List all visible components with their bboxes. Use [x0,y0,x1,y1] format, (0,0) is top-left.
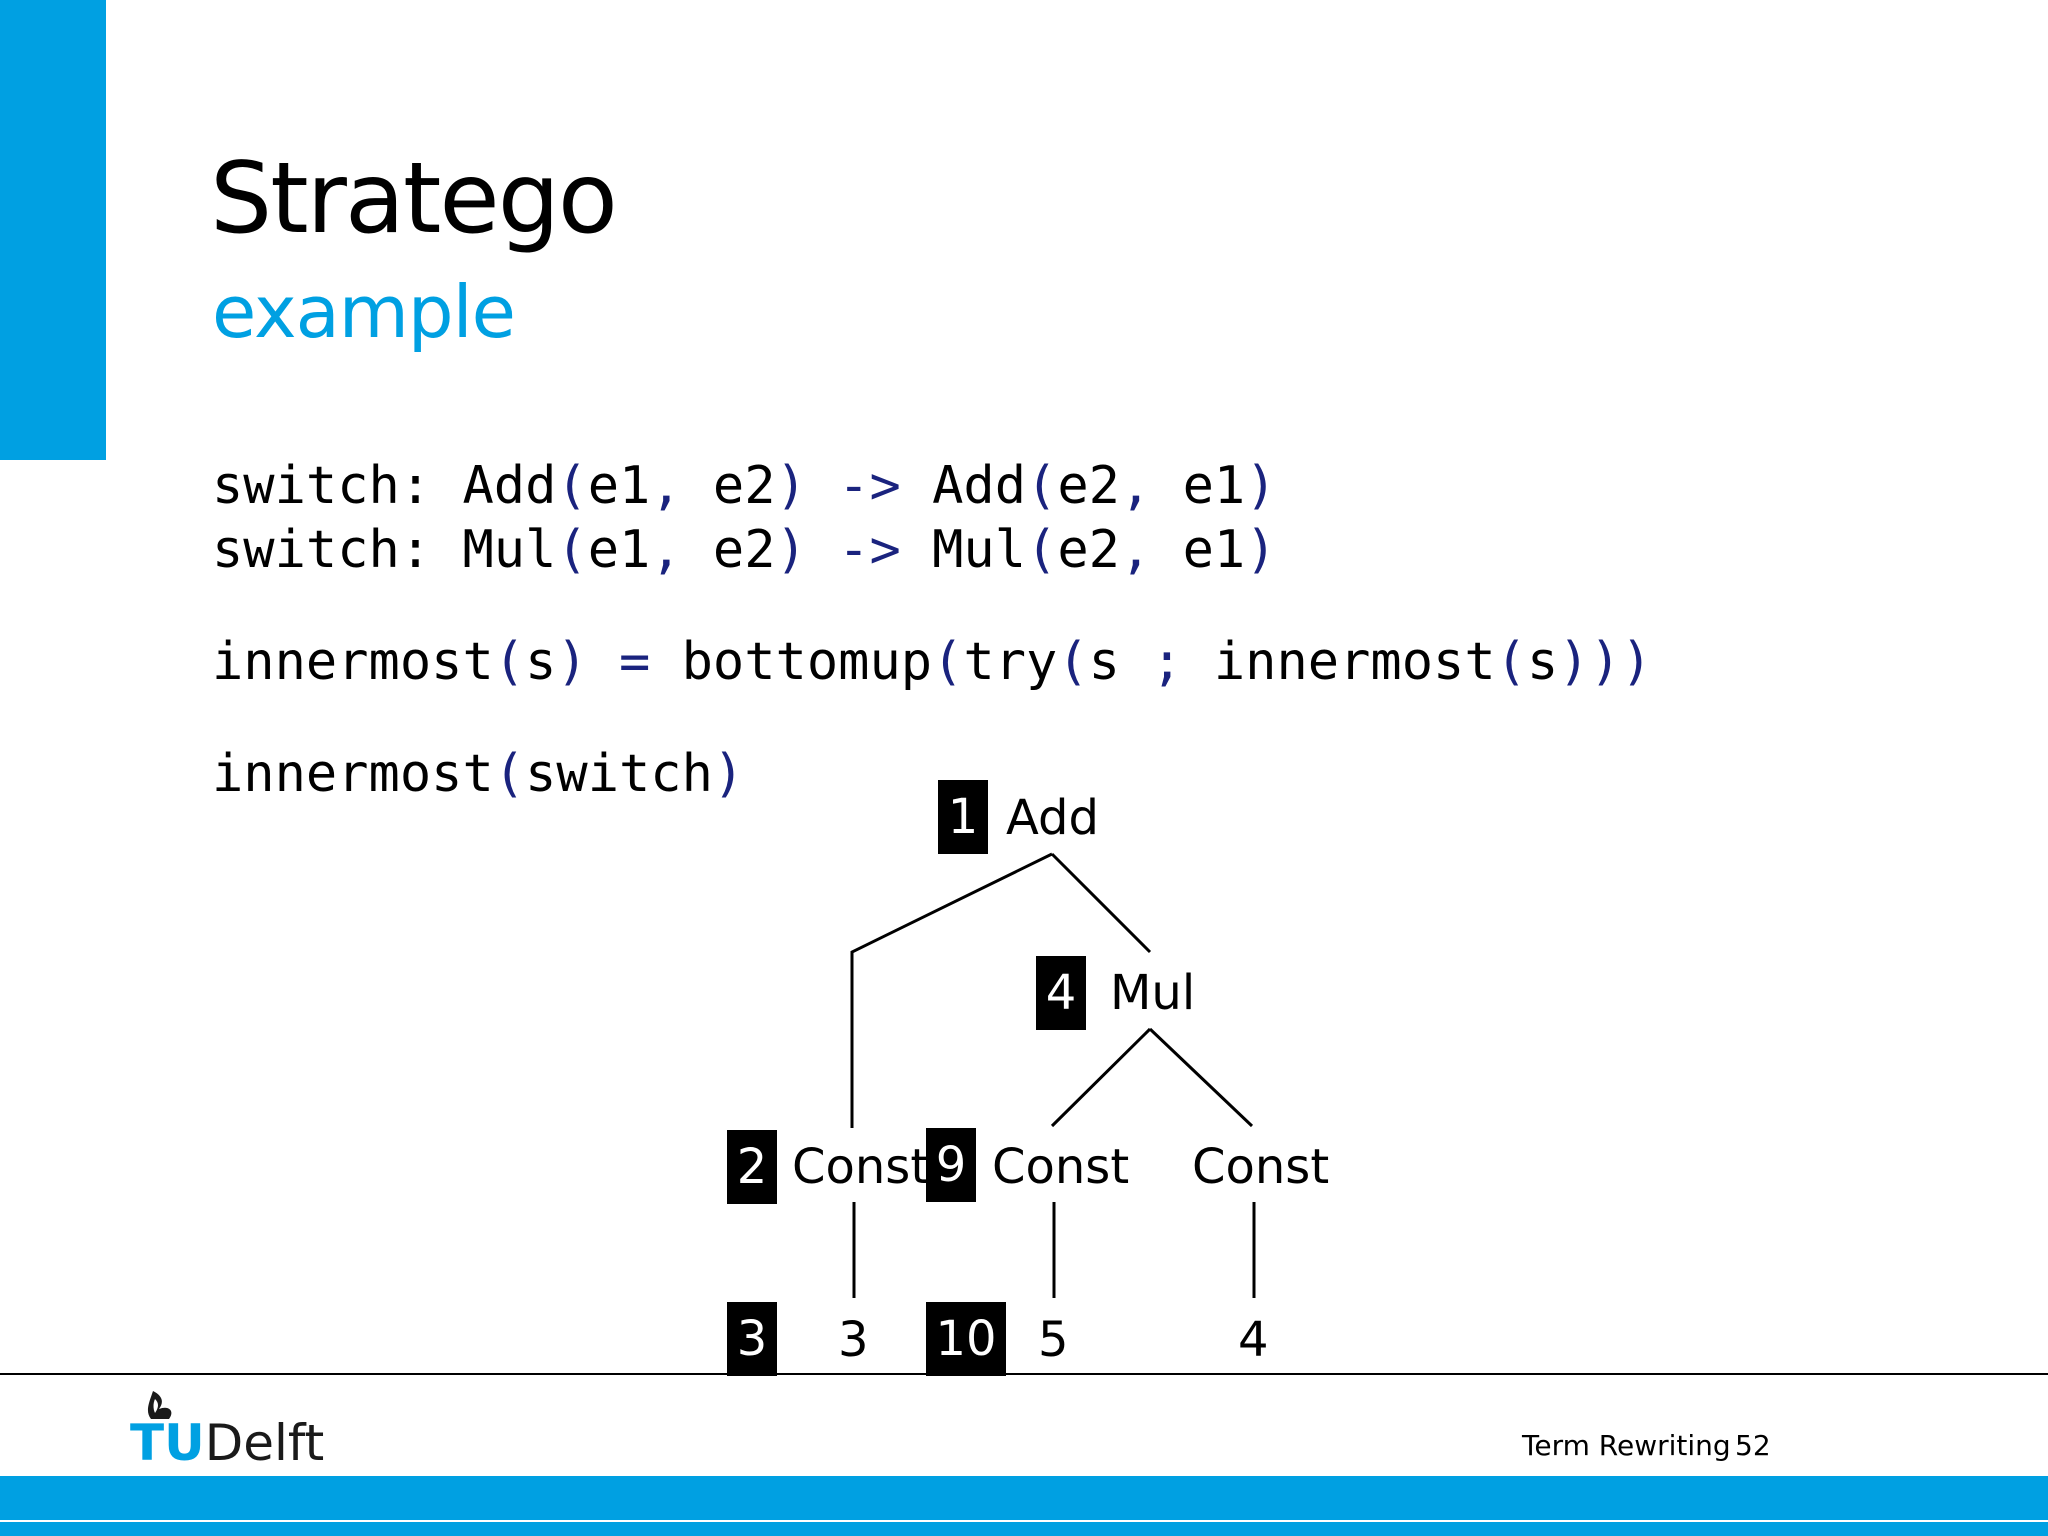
edge-add-mul [1050,852,1152,954]
node-add: Add [1006,790,1099,846]
node-mul: Mul [1110,965,1196,1021]
term-tree-edges [850,852,1256,1298]
code-line-switch-add: switch: Add(e1, e2) -> Add(e2, e1) [212,456,1277,516]
tu-delft-logo: TUDelft [130,1414,325,1472]
code-line-switch-mul: switch: Mul(e1, e2) -> Mul(e2, e1) [212,520,1277,580]
tu-delft-flame-icon [147,1391,172,1419]
footer-course-title: Term Rewriting [1522,1429,1731,1462]
badge-const-mid: 9 [926,1128,976,1202]
edge-mul-const-right [1148,1027,1254,1128]
node-val-right: 4 [1238,1312,1269,1368]
edge-add-const-left [850,852,1053,1128]
badge-val-left: 3 [727,1302,777,1376]
node-val-mid: 5 [1038,1312,1069,1368]
slide-title: Stratego [210,142,618,256]
code-line-innermost-def: innermost(s) = bottomup(try(s ; innermos… [212,632,1653,692]
slide-subtitle: example [212,270,516,354]
node-const-mid: Const [992,1139,1130,1195]
badge-const-left: 2 [727,1130,777,1204]
footer-divider [0,1373,2048,1375]
footer-page-number: 52 [1735,1429,1771,1462]
edge-mul-const-mid [1050,1027,1152,1128]
footer-bar [0,1476,2048,1520]
footer-bar-bottom [0,1522,2048,1536]
node-const-left: Const [792,1139,930,1195]
badge-val-mid: 10 [926,1302,1006,1376]
code-line-innermost-call: innermost(switch) [212,744,745,804]
badge-add: 1 [938,780,988,854]
badge-mul: 4 [1036,956,1086,1030]
accent-bar [0,0,106,460]
node-const-right: Const [1192,1139,1330,1195]
node-val-left: 3 [838,1312,869,1368]
